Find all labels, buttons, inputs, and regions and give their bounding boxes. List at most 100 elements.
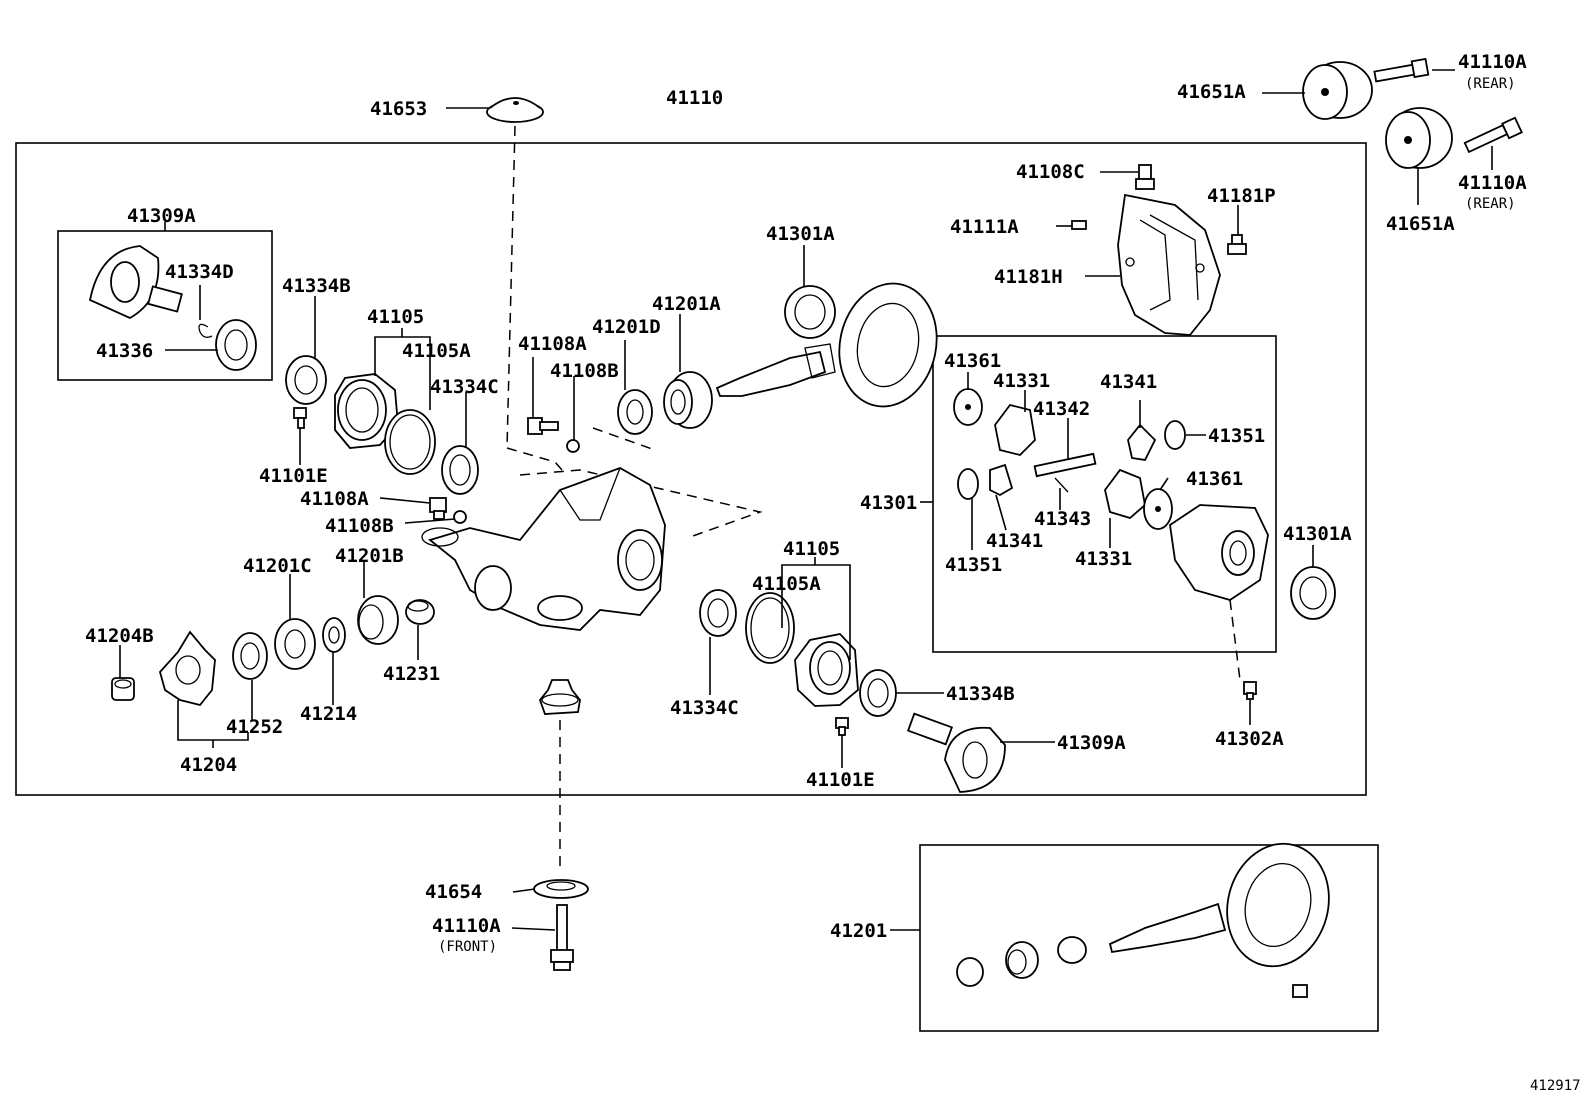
label-41654: 41654 <box>425 881 482 903</box>
note-rear-1: (REAR) <box>1465 76 1516 92</box>
label-41361-top: 41361 <box>944 350 1001 372</box>
label-41108a-mid: 41108A <box>300 488 369 510</box>
label-41361-mid: 41361 <box>1186 468 1243 490</box>
label-41252: 41252 <box>226 716 283 738</box>
label-41341-top: 41341 <box>1100 371 1157 393</box>
note-rear-2: (REAR) <box>1465 196 1516 212</box>
rear-bolt-41110a-1 <box>1373 57 1430 83</box>
label-41108c: 41108C <box>1016 161 1085 183</box>
label-41301a-top: 41301A <box>766 223 835 245</box>
bearing-41201a <box>663 371 713 429</box>
label-41204: 41204 <box>180 754 237 776</box>
label-41334c-left: 41334C <box>430 376 499 398</box>
label-41105-right: 41105 <box>783 538 840 560</box>
label-41651a-right: 41651A <box>1386 213 1455 235</box>
bearing-41301a-top <box>784 285 836 339</box>
label-41201d: 41201D <box>592 316 661 338</box>
label-41201a: 41201A <box>652 293 721 315</box>
note-front: (FRONT) <box>438 939 497 955</box>
companion-flange-41309a-right <box>906 712 1006 793</box>
companion-flange-41204 <box>159 630 216 707</box>
label-41181p: 41181P <box>1207 185 1276 207</box>
label-41105a-right: 41105A <box>752 573 821 595</box>
label-41334b-right: 41334B <box>946 683 1015 705</box>
oil-deflector-41336 <box>215 319 257 371</box>
label-41110a-rear-1: 41110A <box>1458 51 1527 73</box>
label-41108b-mid: 41108B <box>325 515 394 537</box>
gear-kit-41201 <box>956 842 1330 998</box>
label-41341-bottom: 41341 <box>986 530 1043 552</box>
label-41331-bottom: 41331 <box>1075 548 1132 570</box>
label-41334c-right: 41334C <box>670 697 739 719</box>
label-41342: 41342 <box>1033 398 1090 420</box>
label-41302a: 41302A <box>1215 728 1284 750</box>
label-41101e-right: 41101E <box>806 769 875 791</box>
breather-plug-41108c <box>1135 164 1155 190</box>
label-41334d: 41334D <box>165 261 234 283</box>
bolt-41302a <box>1243 681 1257 700</box>
label-41351-right: 41351 <box>1208 425 1265 447</box>
label-41201b: 41201B <box>335 545 404 567</box>
mount-cushion-41653 <box>486 97 544 123</box>
label-41343: 41343 <box>1034 508 1091 530</box>
mount-dashed-lines <box>506 125 1241 870</box>
label-41201c: 41201C <box>243 555 312 577</box>
bolt-41101e-right <box>835 717 849 736</box>
gasket-41108b-top <box>566 439 580 453</box>
label-41653: 41653 <box>370 98 427 120</box>
label-41204b: 41204B <box>85 625 154 647</box>
gasket-41108b-mid <box>453 510 467 524</box>
washer-41201d <box>617 389 653 435</box>
side-retainer-41105-right <box>794 633 859 707</box>
side-retainer-41105-left <box>334 373 399 449</box>
drive-pinion <box>715 343 836 397</box>
oil-seal-41334c-right <box>699 589 737 637</box>
bearing-41301a-right <box>1290 566 1336 620</box>
label-41110a-rear-2: 41110A <box>1458 172 1527 194</box>
differential-carrier-housing <box>421 467 666 631</box>
label-41231: 41231 <box>383 663 440 685</box>
differential-case-box <box>932 335 1277 653</box>
gear-kit-box <box>919 844 1379 1032</box>
mount-cushion-lower <box>538 679 581 715</box>
pin-41111a <box>1071 220 1087 230</box>
oil-seal-41252 <box>232 632 268 680</box>
label-41336: 41336 <box>96 340 153 362</box>
label-41309a-box: 41309A <box>127 205 196 227</box>
label-41105-left: 41105 <box>367 306 424 328</box>
label-41111a: 41111A <box>950 216 1019 238</box>
spacer-41214 <box>322 617 346 653</box>
label-41301a-right: 41301A <box>1283 523 1352 545</box>
snap-ring-41334d <box>198 323 213 338</box>
label-41331-top: 41331 <box>993 370 1050 392</box>
bearing-41201b <box>357 595 399 645</box>
bolt-41101e-left <box>293 407 307 429</box>
label-41110a-front: 41110A <box>432 915 501 937</box>
filler-plug-41108a-top <box>527 417 559 435</box>
plug-41231 <box>405 599 435 625</box>
oil-seal-41334b-right <box>859 669 897 717</box>
label-41108a-top: 41108A <box>518 333 587 355</box>
front-bolt-41110a <box>550 904 574 971</box>
ring-gear <box>838 282 938 408</box>
companion-flange-41309a-left <box>88 245 183 320</box>
label-41181h: 41181H <box>994 266 1063 288</box>
main-assembly-box <box>15 142 1367 796</box>
oil-seal-41334b-left <box>285 355 327 405</box>
rear-bolt-41110a-2 <box>1463 116 1523 154</box>
label-41201: 41201 <box>830 920 887 942</box>
o-ring-41105a-left <box>384 409 436 475</box>
label-41214: 41214 <box>300 703 357 725</box>
label-41301: 41301 <box>860 492 917 514</box>
label-41101e-left: 41101E <box>259 465 328 487</box>
drain-plug-41108a-mid <box>429 497 447 520</box>
label-41105a-left: 41105A <box>402 340 471 362</box>
oil-seal-41334c-left <box>441 445 479 495</box>
bearing-41201c <box>274 618 316 670</box>
label-41651a-top: 41651A <box>1177 81 1246 103</box>
title-part-41110: 41110 <box>666 87 723 109</box>
rear-cushion-41651a-right <box>1385 107 1453 169</box>
leader-lines <box>119 69 1493 931</box>
label-41334b-left: 41334B <box>282 275 351 297</box>
